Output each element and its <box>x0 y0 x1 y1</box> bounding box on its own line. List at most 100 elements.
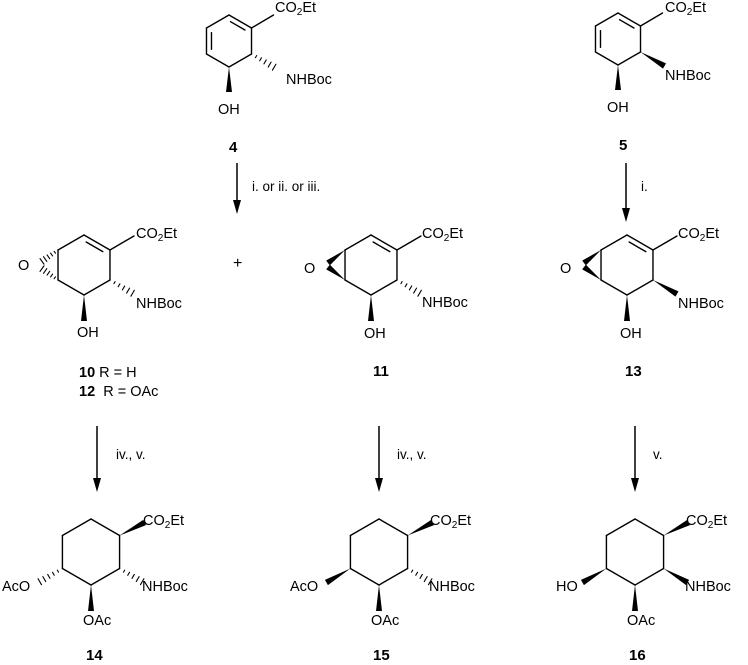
left-hash-bond <box>37 569 60 586</box>
ester-wedge-bond <box>663 519 690 536</box>
c14-left-label: AcO <box>2 579 31 595</box>
c16-compound-number: 16 <box>629 647 646 664</box>
c13-structure <box>582 234 679 321</box>
c12-r-line: 12 R = OAc <box>79 384 159 400</box>
ring-bond <box>634 518 665 537</box>
c5-hydroxy-label: OH <box>607 100 629 116</box>
ring-bond <box>634 567 665 586</box>
ring-bond <box>57 234 85 251</box>
c5-ester-label: CO2Et <box>665 0 707 18</box>
c11-epoxide-oxygen: O <box>304 261 316 277</box>
c5-compound-number: 5 <box>619 137 628 154</box>
ring-bond <box>617 12 642 27</box>
c10-structure <box>39 234 135 321</box>
ring-bond <box>370 279 398 296</box>
c15-compound-number: 15 <box>373 647 390 664</box>
ring-bond <box>228 53 253 68</box>
ring-bond <box>378 567 409 586</box>
c4-ester-label: CO2Et <box>275 0 317 18</box>
amine-wedge-bond <box>640 52 667 69</box>
c10-ester-label: CO2Et <box>136 226 178 244</box>
c14-ester-label: CO2Et <box>143 513 185 531</box>
ring-bond <box>57 279 85 296</box>
reagent-label-arrow2: i. <box>641 179 648 194</box>
ring-bond <box>90 567 121 586</box>
ring-bond <box>626 279 654 296</box>
ester-wedge-bond <box>407 519 434 536</box>
ring-bond <box>83 279 111 296</box>
reagent-label-arrow1: i. or ii. or iii. <box>252 179 321 194</box>
ring-bond <box>605 518 636 537</box>
c11-ester-label: CO2Et <box>422 226 464 244</box>
amine-hash-bond <box>122 569 145 586</box>
ring-bond <box>344 234 372 251</box>
c16-amine-label: NHBoc <box>685 579 731 595</box>
ring-bond <box>626 234 654 251</box>
ester-bond <box>652 235 678 251</box>
hydroxy-wedge-bond <box>368 295 374 321</box>
arrow-11-to-15 <box>375 426 383 492</box>
c4-amine-label: NHBoc <box>286 72 332 88</box>
c16-structure <box>580 518 690 611</box>
c4-structure <box>205 14 277 92</box>
c15-left-label: AcO <box>290 579 319 595</box>
arrow-5-to-13 <box>622 163 630 222</box>
epoxide-hash-bond <box>39 265 57 280</box>
epoxide-wedge-bond <box>326 250 346 266</box>
acetoxy-wedge-bond <box>88 585 94 611</box>
c15-bottom-label: OAc <box>371 613 400 629</box>
ring-bond <box>349 518 380 537</box>
c14-bottom-label: OAc <box>83 613 112 629</box>
reagent-label-arrow3: iv., v. <box>116 447 146 462</box>
epoxide-hash-bond <box>39 250 57 265</box>
amine-hash-bond <box>254 55 277 71</box>
hydroxy-wedge-bond <box>81 295 87 321</box>
c15-ester-label: CO2Et <box>430 513 472 531</box>
c16-bottom-label: OAc <box>627 613 656 629</box>
ring-bond <box>61 567 92 586</box>
left-wedge-bond <box>580 568 607 586</box>
c13-compound-number: 13 <box>625 363 642 380</box>
amine-hash-bond <box>113 281 135 297</box>
double-bond-inner <box>229 20 246 31</box>
amine-wedge-bond <box>663 568 690 586</box>
left-wedge-bond <box>324 568 351 586</box>
acetoxy-wedge-bond <box>632 585 638 611</box>
ring-bond <box>594 51 619 66</box>
c4-compound-number: 4 <box>229 139 238 156</box>
c10-hydroxy-label: OH <box>77 325 99 341</box>
amine-wedge-bond <box>652 280 679 297</box>
c5-structure <box>594 12 667 90</box>
hydroxy-wedge-bond <box>226 67 232 92</box>
arrow-4-to-10-11 <box>233 163 241 214</box>
hydroxy-wedge-bond <box>624 295 630 321</box>
ester-bond <box>396 235 422 251</box>
c14-compound-number: 14 <box>86 647 103 664</box>
ring-bond <box>205 53 230 68</box>
epoxide-wedge-bond <box>582 264 602 280</box>
c5-amine-label: NHBoc <box>665 68 711 84</box>
double-bond-inner <box>372 241 391 253</box>
c11-amine-label: NHBoc <box>422 295 468 311</box>
c10-epoxide-oxygen: O <box>18 258 30 274</box>
c14-structure <box>37 518 146 611</box>
double-bond-inner <box>85 241 104 253</box>
c14-amine-label: NHBoc <box>142 579 188 595</box>
epoxide-wedge-bond <box>582 250 602 266</box>
ester-bond <box>109 235 135 251</box>
ring-bond <box>228 14 253 29</box>
ring-bond <box>349 567 380 586</box>
ring-bond <box>378 518 409 537</box>
c13-ester-label: CO2Et <box>678 226 720 244</box>
amine-hash-bond <box>400 281 422 297</box>
ring-bond <box>370 234 398 251</box>
ester-bond <box>639 12 664 27</box>
ring-bond <box>600 279 628 296</box>
plus-sign: + <box>233 255 243 272</box>
double-bond-inner <box>628 241 647 253</box>
c11-hydroxy-label: OH <box>364 326 386 342</box>
ring-bond <box>594 12 619 27</box>
c11-structure <box>326 234 422 321</box>
epoxide-wedge-bond <box>326 264 346 280</box>
